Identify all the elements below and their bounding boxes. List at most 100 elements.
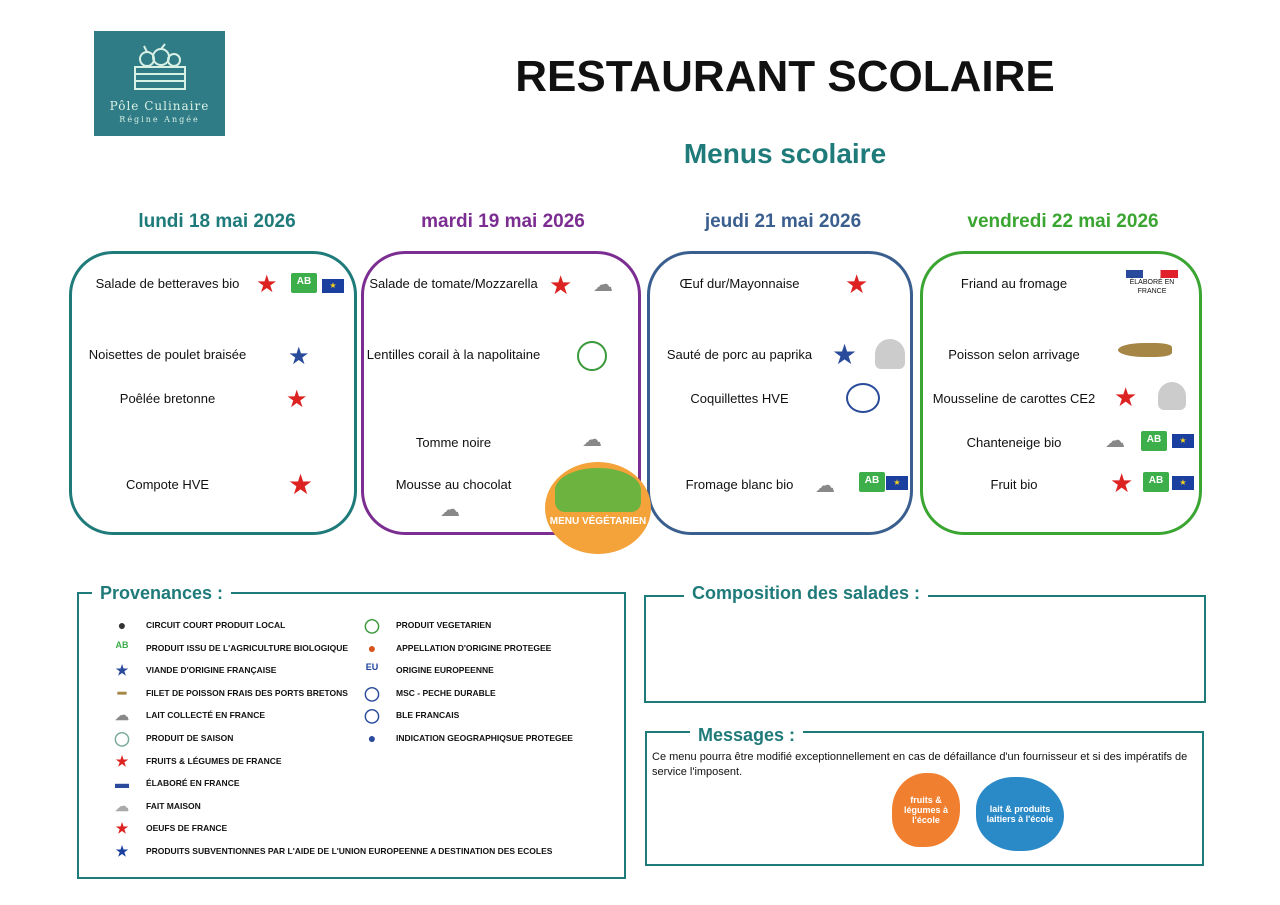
day-heading-thursday: jeudi 21 mai 2026	[704, 211, 862, 232]
ble-francais-icon: ◯	[364, 707, 380, 724]
lait-france-icon: ☁	[440, 499, 460, 521]
dish-item: Fromage blanc bio	[685, 477, 794, 492]
logo-line2: Régine Angée	[119, 115, 200, 124]
fruits-legumes-ecole-logo: fruits & légumes à l'école	[892, 773, 960, 847]
viande-france-icon: ★	[115, 662, 129, 679]
logo-line1: Pôle Culinaire	[109, 99, 210, 113]
produit-vegetarien-icon	[577, 341, 607, 371]
elabore-en-france-icon: ÉLABORÉ EN FRANCE	[1126, 270, 1178, 296]
dish-item: Friand au fromage	[960, 276, 1068, 291]
legend-item-label: PRODUITS SUBVENTIONNES PAR L'AIDE DE L'U…	[146, 846, 553, 856]
dish-item: Mousseline de carottes CE2	[932, 391, 1096, 406]
ab-bio-icon: AB	[1143, 472, 1169, 492]
fruits-legumes-france-icon: ★	[1114, 382, 1138, 412]
dish-item: Chanteneige bio	[966, 435, 1062, 450]
legend-item-label: LAIT COLLECTÉ EN FRANCE	[146, 710, 265, 721]
provenances-box	[77, 592, 626, 879]
legend-item-label: ORIGINE EUROPEENNE	[396, 665, 494, 676]
fait-maison-icon: ☁	[115, 797, 129, 814]
fruits-legumes-france-icon: ★	[549, 270, 573, 300]
french-flag-icon	[1126, 270, 1178, 278]
lait-france-icon: ☁	[593, 274, 613, 296]
lait-france-icon: ☁	[115, 707, 129, 724]
dish-item: Salade de betteraves bio	[95, 276, 240, 291]
dish-item: Mousse au chocolat	[395, 477, 512, 492]
legend-item-label: MSC - PECHE DURABLE	[396, 687, 496, 698]
dish-item: Compote HVE	[125, 477, 210, 492]
lait-france-icon: ☁	[582, 429, 602, 451]
produit-saison-icon: ◯	[114, 730, 130, 746]
legend-item-label: BLE FRANCAIS	[396, 710, 460, 721]
lait-produits-laitiers-ecole-logo: lait & produits laitiers à l'école	[976, 777, 1064, 851]
messages-box	[645, 731, 1204, 866]
dish-item: Fruit bio	[990, 477, 1038, 492]
menu-card-monday	[69, 251, 357, 535]
viande-france-icon: ★	[832, 339, 858, 370]
eu-flag-icon	[322, 279, 344, 293]
dish-item: Tomme noire	[415, 435, 492, 450]
ab-bio-icon: AB	[115, 639, 129, 650]
dish-item: Lentilles corail à la napolitaine	[366, 347, 541, 362]
circuit-court-icon: ●	[117, 617, 127, 633]
elabore-en-france-label: ÉLABORÉ EN FRANCE	[1129, 279, 1175, 295]
dish-item: Œuf dur/Mayonnaise	[679, 276, 800, 291]
legend-item-label: PRODUIT DE SAISON	[146, 733, 234, 743]
oeufs-france-icon: ★	[115, 820, 129, 837]
menu-vegetarien-label: MENU VÉGÉTARIEN	[549, 516, 647, 527]
dish-item: Poêlée bretonne	[119, 391, 216, 406]
legend-item-label: PRODUIT VEGETARIEN	[396, 620, 492, 630]
igp-icon: ●	[367, 730, 377, 746]
pole-culinaire-logo: Pôle Culinaire Régine Angée	[94, 31, 225, 136]
fruits-legumes-france-icon: ★	[1110, 468, 1134, 498]
ab-bio-icon: AB	[859, 472, 885, 492]
dish-item: Salade de tomate/Mozzarella	[369, 276, 538, 291]
legend-item-label: FRUITS & LÉGUMES DE FRANCE	[146, 755, 282, 766]
dish-item: Coquillettes HVE	[690, 391, 789, 406]
elabore-en-france-icon: ▬	[115, 775, 129, 792]
salades-box	[644, 595, 1206, 703]
menu-card-friday	[920, 251, 1202, 535]
eu-flag-icon	[1172, 476, 1194, 490]
legend-item-label: OEUFS DE FRANCE	[146, 823, 228, 834]
legend-item-label: FILET DE POISSON FRAIS DES PORTS BRETONS	[146, 687, 348, 698]
eu-flag-icon	[886, 476, 908, 490]
menu-card-tuesday	[361, 251, 641, 535]
oeufs-france-icon: ★	[845, 269, 869, 299]
page-title: RESTAURANT SCOLAIRE	[515, 52, 1055, 101]
ab-bio-icon: AB	[291, 273, 317, 293]
legend-item-label: INDICATION GEOGRAPHIQSUE PROTEGEE	[396, 733, 573, 743]
menu-card-thursday	[647, 251, 913, 535]
fruits-legumes-france-icon: ★	[286, 386, 308, 413]
aop-icon: ●	[367, 639, 377, 656]
eu-flag-icon	[1172, 434, 1194, 448]
eu-flag-icon: ★	[115, 843, 129, 859]
messages-title: Messages :	[690, 725, 804, 746]
crate-icon	[133, 43, 186, 90]
provenances-title: Provenances :	[92, 583, 232, 604]
day-heading-tuesday: mardi 19 mai 2026	[421, 211, 585, 232]
vegetables-bowl-icon	[555, 468, 641, 512]
lait-france-icon: ☁	[1105, 430, 1125, 452]
fruits-legumes-france-icon: ★	[256, 271, 278, 298]
fait-maison-icon	[875, 339, 905, 369]
origine-europeenne-icon: EU	[365, 662, 379, 673]
legend-item-label: VIANDE D'ORIGINE FRANÇAISE	[146, 665, 277, 676]
legend-item-label: PRODUIT ISSU DE L'AGRICULTURE BIOLOGIQUE	[146, 642, 349, 653]
legend-item-label: ÉLABORÉ EN FRANCE	[146, 778, 240, 789]
fish-icon: ━	[117, 684, 127, 701]
fruits-legumes-france-icon: ★	[288, 469, 314, 500]
fish-icon	[1118, 343, 1172, 357]
menu-vegetarien-badge: MENU VÉGÉTARIEN	[545, 462, 651, 554]
ble-francais-icon	[846, 383, 880, 413]
fruits-legumes-france-icon: ★	[115, 752, 129, 769]
day-heading-monday: lundi 18 mai 2026	[138, 211, 296, 232]
page-subtitle: Menus scolaire	[683, 138, 887, 169]
salades-title: Composition des salades :	[684, 583, 929, 604]
dish-item: Sauté de porc au paprika	[666, 347, 813, 362]
viande-france-icon: ★	[288, 343, 310, 370]
day-heading-friday: vendredi 22 mai 2026	[967, 211, 1159, 232]
messages-text: Ce menu pourra être modifié exceptionnel…	[652, 751, 1188, 778]
legend-item-label: CIRCUIT COURT PRODUIT LOCAL	[146, 620, 286, 630]
dish-item: Poisson selon arrivage	[948, 347, 1080, 362]
dish-item: Noisettes de poulet braisée	[88, 347, 247, 362]
